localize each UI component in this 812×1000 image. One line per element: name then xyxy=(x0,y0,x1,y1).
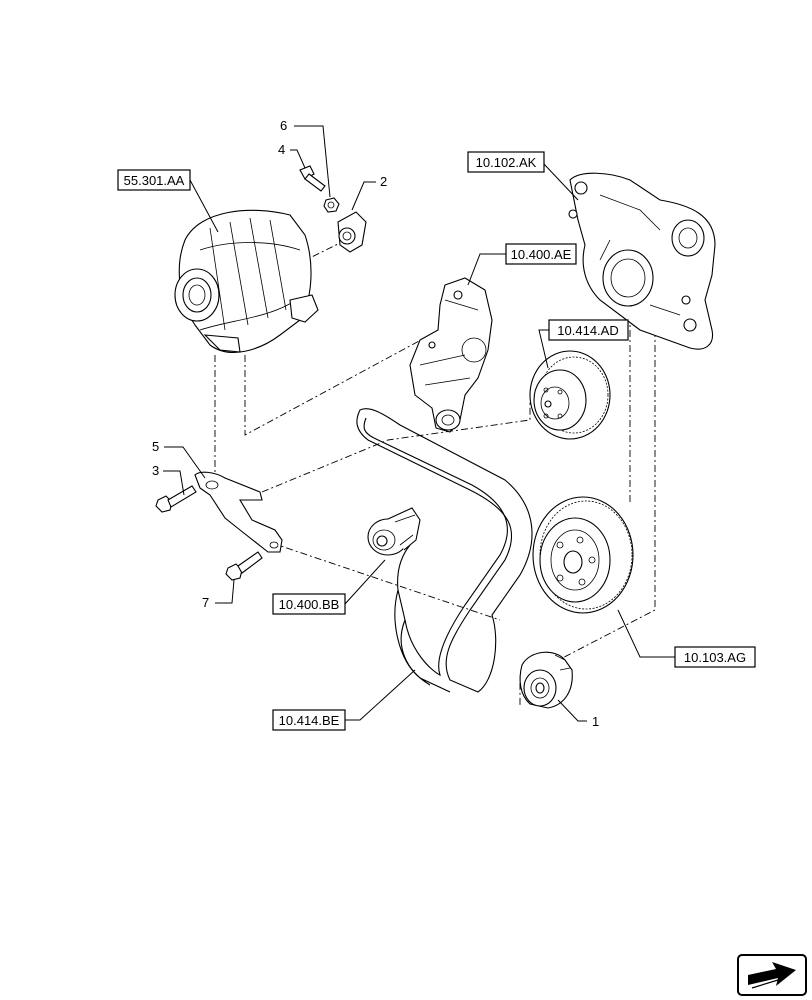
fan-pulley[interactable] xyxy=(529,350,611,440)
nut[interactable] xyxy=(323,197,340,213)
leader-lines xyxy=(163,125,675,722)
ref-label-tensioner-text: 10.400.BB xyxy=(279,597,340,612)
ref-label-alternator[interactable]: 55.301.AA xyxy=(117,169,191,191)
ref-label-fan-pulley-text: 10.414.AD xyxy=(557,323,618,338)
ref-label-damper[interactable]: 10.103.AG xyxy=(674,646,756,668)
bracket-bolt[interactable] xyxy=(155,485,197,513)
idler-pulley[interactable] xyxy=(519,651,573,709)
next-page-arrow-icon[interactable] xyxy=(737,954,807,996)
spacer[interactable] xyxy=(337,211,367,253)
ref-label-water-pump-text: 10.400.AE xyxy=(511,247,572,262)
callout-4: 4 xyxy=(278,142,285,157)
timing-cover[interactable] xyxy=(568,172,716,350)
ref-label-belt-text: 10.414.BE xyxy=(279,713,340,728)
ref-label-fan-pulley[interactable]: 10.414.AD xyxy=(548,319,629,341)
ref-label-timing-cover[interactable]: 10.102.AK xyxy=(467,151,545,173)
callout-3: 3 xyxy=(152,463,159,478)
ref-label-alternator-text: 55.301.AA xyxy=(124,173,185,188)
lower-bolt[interactable] xyxy=(225,551,263,581)
ref-label-damper-text: 10.103.AG xyxy=(684,650,746,665)
water-pump[interactable] xyxy=(409,277,493,433)
crankshaft-damper[interactable] xyxy=(532,496,634,614)
callout-1: 1 xyxy=(592,714,599,729)
ref-label-tensioner[interactable]: 10.400.BB xyxy=(272,593,346,615)
ref-label-belt[interactable]: 10.414.BE xyxy=(272,709,346,731)
callout-6: 6 xyxy=(280,118,287,133)
belt-tensioner[interactable] xyxy=(367,507,421,556)
callout-2: 2 xyxy=(380,174,387,189)
alternator[interactable] xyxy=(174,209,319,353)
callout-5: 5 xyxy=(152,439,159,454)
serpentine-belt[interactable] xyxy=(356,408,533,693)
ref-label-timing-cover-text: 10.102.AK xyxy=(476,155,537,170)
alternator-bolt[interactable] xyxy=(299,165,326,192)
callout-7: 7 xyxy=(202,595,209,610)
bracket[interactable] xyxy=(194,471,283,553)
ref-label-water-pump[interactable]: 10.400.AE xyxy=(505,243,577,265)
